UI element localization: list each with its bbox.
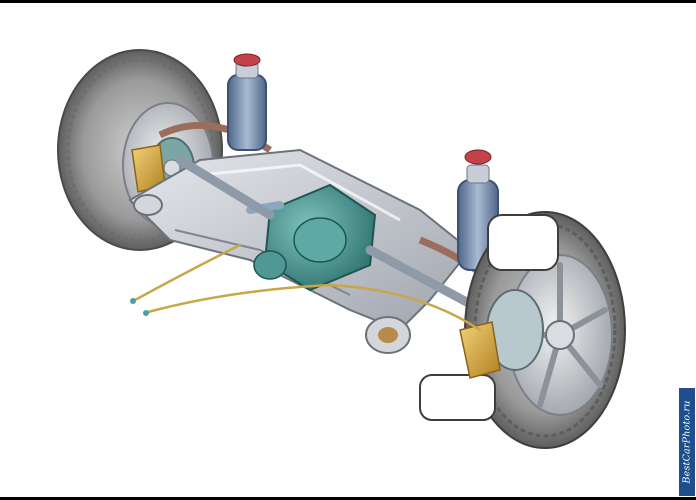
parking-brake-cables: [130, 243, 482, 332]
right-brake-caliper: [459, 321, 501, 379]
bottom-border: [0, 497, 696, 500]
differential: [246, 183, 377, 292]
left-shock-absorber: [227, 53, 267, 151]
watermark-badge: BestCarPhoto.ru: [679, 388, 695, 496]
top-border: [0, 0, 696, 3]
right-wheel: [419, 211, 626, 449]
watermark-text: BestCarPhoto.ru: [681, 400, 693, 484]
left-drive-shaft: [175, 155, 275, 220]
